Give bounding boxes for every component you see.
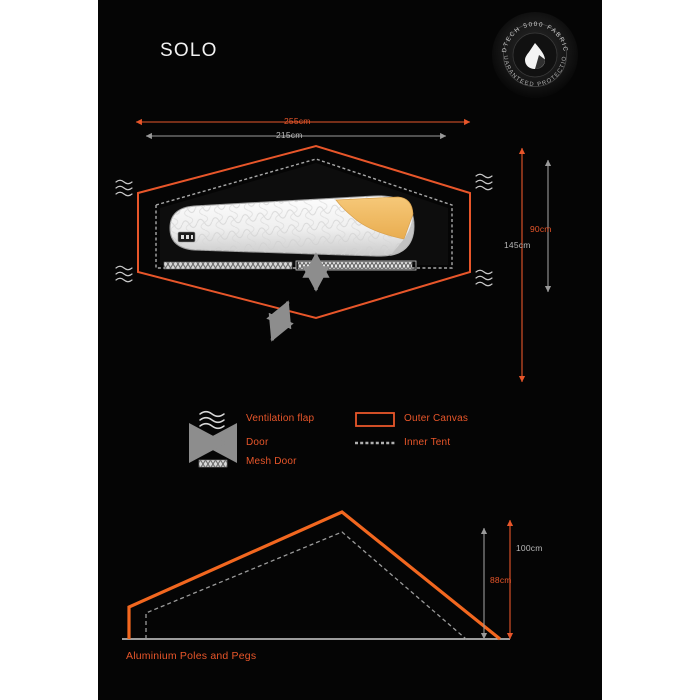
label-height-inner: 90cm — [530, 224, 552, 234]
mat-fold-corner — [335, 196, 414, 240]
ventilation-icon-bottom-left — [115, 265, 133, 283]
label-side-height-inner: 88cm — [490, 575, 512, 585]
label-width-outer: 255cm — [284, 116, 311, 126]
top-view-diagram — [115, 118, 552, 383]
inner-tent-profile — [145, 531, 467, 640]
outer-canvas-profile — [127, 510, 502, 641]
legend-icons — [189, 410, 395, 468]
legend-label-inner-tent: Inner Tent — [404, 437, 451, 448]
black-panel: SOLO DTECH 5000 FABRIC GUARANTEED PROTEC… — [98, 0, 602, 700]
label-side-height-outer: 100cm — [516, 543, 543, 553]
side-profile-diagram — [122, 510, 514, 641]
legend-label-ventilation: Ventilation flap — [246, 413, 315, 424]
legend-label-door: Door — [246, 437, 269, 448]
ventilation-icon-top-left — [115, 179, 133, 197]
badge-graphic: DTECH 5000 FABRIC GUARANTEED PROTECTION — [492, 12, 567, 88]
mesh-band-icon — [198, 459, 228, 468]
label-width-inner: 215cm — [276, 130, 303, 140]
droplet-notch — [535, 55, 545, 69]
door-arrow-side — [266, 300, 294, 342]
badge-outer-ring — [503, 23, 567, 87]
door-panel-highlight — [295, 260, 417, 271]
poles-caption: Aluminium Poles and Pegs — [126, 650, 257, 662]
inner-tent-outline — [155, 158, 453, 269]
page-title: SOLO — [160, 40, 218, 61]
legend-label-outer-canvas: Outer Canvas — [404, 413, 469, 424]
mesh-door-strip-left — [163, 261, 293, 270]
fabric-certification-badge: DTECH 5000 FABRIC GUARANTEED PROTECTION — [492, 12, 578, 98]
sleeping-mat — [169, 195, 415, 257]
ventilation-icon-top-right — [475, 173, 493, 191]
label-height-outer: 145cm — [504, 240, 531, 250]
mesh-door-strip-right — [297, 261, 413, 270]
outer-canvas-outline — [137, 144, 471, 320]
orange-rectangle-icon — [355, 412, 395, 427]
mat-fold-shadow — [390, 216, 414, 256]
ventilation-icon-bottom-right — [475, 269, 493, 287]
legend-label-mesh-door: Mesh Door — [246, 456, 297, 467]
